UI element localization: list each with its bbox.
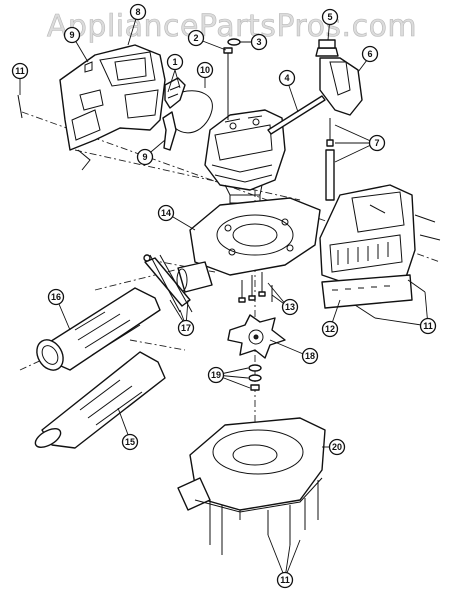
svg-text:11: 11: [280, 575, 290, 585]
svg-text:1: 1: [172, 57, 177, 67]
svg-text:11: 11: [423, 321, 433, 331]
rear-handle-frame: [319, 184, 416, 309]
callout-1: 1: [166, 53, 184, 71]
fuel-cap: [315, 39, 339, 57]
throttle-clip: [164, 77, 186, 109]
callout-6: 6: [361, 45, 379, 63]
watermark-text: AppliancePartsPros.com: [47, 9, 417, 44]
callout-9-upper: 9: [63, 26, 81, 44]
svg-text:18: 18: [305, 351, 315, 361]
callout-3: 3: [250, 33, 268, 51]
callout-5: 5: [321, 8, 339, 26]
svg-text:9: 9: [69, 30, 74, 40]
mounting-screws: [325, 118, 335, 201]
engine-assembly: [204, 109, 286, 204]
left-screw: [17, 94, 23, 119]
tube-clamp: [143, 254, 193, 313]
svg-text:14: 14: [161, 208, 171, 218]
callout-11-right: 11: [419, 317, 437, 335]
callout-8: 8: [129, 3, 147, 21]
svg-text:11: 11: [15, 66, 25, 76]
callouts: 1 2 3 4 5 6 7 8 9 9 10 11 11 11 12 13 14…: [11, 3, 437, 589]
main-housing: [176, 197, 321, 293]
washer: [227, 38, 241, 46]
svg-text:16: 16: [51, 292, 61, 302]
handle-screws: [354, 204, 441, 319]
svg-text:5: 5: [327, 12, 332, 22]
callout-11-left: 11: [11, 62, 29, 80]
svg-text:4: 4: [284, 73, 289, 83]
svg-text:9: 9: [142, 152, 147, 162]
callout-9-lower: 9: [136, 148, 154, 166]
housing-bolts: [238, 272, 273, 303]
svg-text:12: 12: [325, 324, 335, 334]
svg-text:17: 17: [181, 323, 191, 333]
svg-text:6: 6: [367, 49, 372, 59]
lower-housing: [177, 417, 326, 513]
svg-text:19: 19: [211, 370, 221, 380]
svg-text:15: 15: [125, 437, 135, 447]
blower-tube: [36, 287, 161, 371]
callout-18: 18: [301, 347, 319, 365]
drive-rod: [267, 95, 326, 135]
callout-2: 2: [187, 29, 205, 47]
fuel-tank: [319, 57, 363, 116]
callout-4: 4: [278, 69, 296, 87]
long-bolt: [223, 47, 233, 120]
fan-washers: [248, 364, 262, 391]
impeller-fan: [227, 314, 286, 359]
callout-10: 10: [196, 61, 214, 79]
callout-7: 7: [368, 134, 386, 152]
nozzle: [34, 351, 166, 449]
svg-text:3: 3: [256, 37, 261, 47]
svg-text:8: 8: [135, 7, 140, 17]
callout-20: 20: [328, 438, 346, 456]
callout-13: 13: [281, 298, 299, 316]
throttle-cable: [174, 90, 213, 134]
svg-text:2: 2: [193, 33, 198, 43]
callout-12: 12: [321, 320, 339, 338]
blower-housing-cover: [59, 44, 166, 171]
callout-16: 16: [47, 288, 65, 306]
callout-19: 19: [207, 366, 225, 384]
svg-text:20: 20: [332, 442, 342, 452]
callout-15: 15: [121, 433, 139, 451]
callout-14: 14: [157, 204, 175, 222]
svg-text:10: 10: [200, 65, 210, 75]
svg-text:7: 7: [374, 138, 379, 148]
svg-text:13: 13: [285, 302, 295, 312]
bottom-screws: [209, 480, 319, 555]
throttle-link: [162, 111, 177, 151]
callout-11-bottom: 11: [276, 571, 294, 589]
callout-17: 17: [177, 319, 195, 337]
